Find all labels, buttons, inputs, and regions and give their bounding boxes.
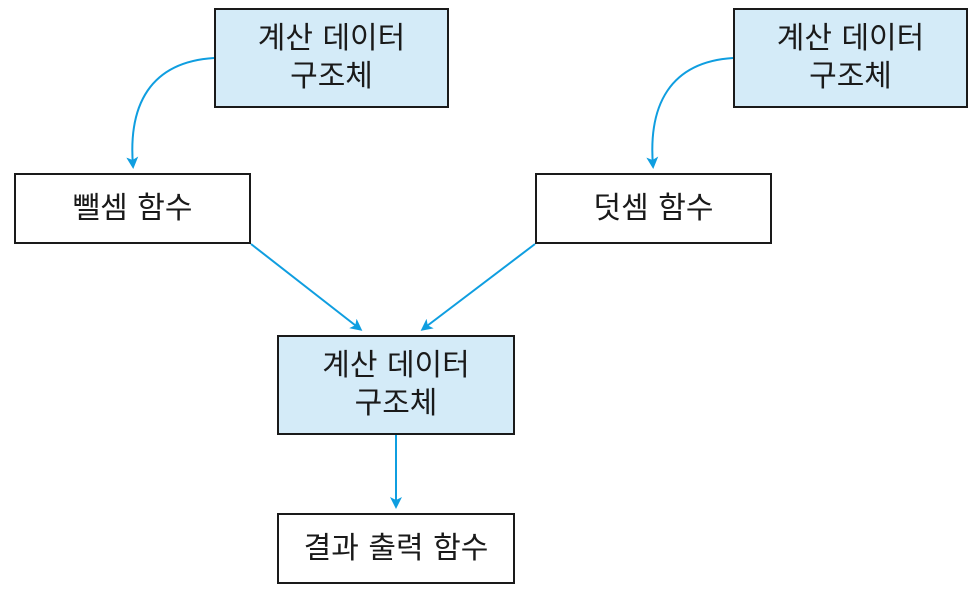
add-function-node: 덧셈 함수 — [535, 173, 772, 244]
arrow-data-to-add — [646, 57, 734, 169]
subtract-function-label: 뺄셈 함수 — [72, 190, 193, 226]
output-function-label: 결과 출력 함수 — [303, 530, 489, 566]
data-struct-node-top-left: 계산 데이터 구조체 — [214, 8, 449, 108]
subtract-function-node: 뺄셈 함수 — [14, 173, 251, 244]
arrow-subtract-to-data — [250, 243, 363, 331]
add-function-label: 덧셈 함수 — [593, 190, 714, 226]
data-struct-label-line2: 구조체 — [354, 386, 438, 421]
data-struct-label-line1: 계산 데이터 — [776, 21, 925, 56]
data-struct-label-line2: 구조체 — [809, 59, 892, 94]
data-struct-node-top-right: 계산 데이터 구조체 — [733, 8, 968, 108]
data-struct-label-line2: 구조체 — [290, 59, 373, 94]
data-struct-label-line1: 계산 데이터 — [257, 21, 406, 56]
arrow-add-to-data — [420, 243, 536, 331]
data-struct-node-middle: 계산 데이터 구조체 — [277, 335, 515, 435]
arrow-data-to-subtract — [126, 57, 215, 169]
data-struct-label-line1: 계산 데이터 — [322, 348, 470, 383]
output-function-node: 결과 출력 함수 — [277, 513, 515, 584]
